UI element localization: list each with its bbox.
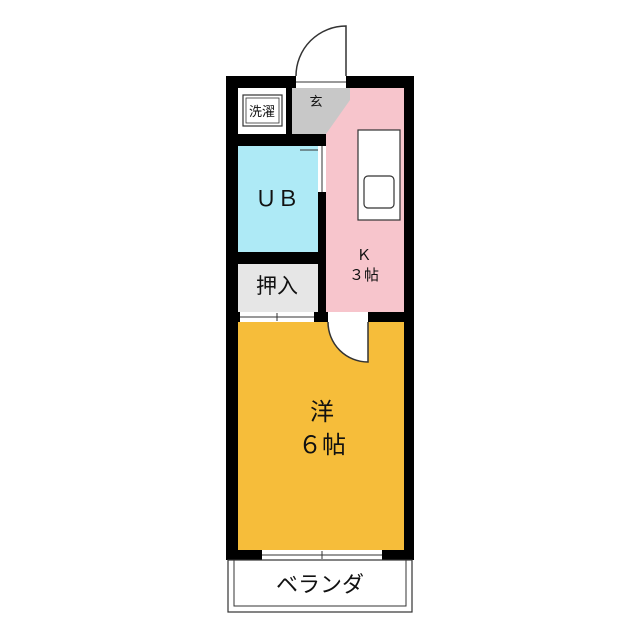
entrance-label: 玄 (309, 95, 322, 110)
kitchen-label-size: ３帖 (349, 266, 379, 284)
entrance-area (292, 84, 350, 134)
balcony-label: ベランダ (276, 573, 364, 598)
closet (238, 264, 318, 312)
laundry-label: 洗濯 (249, 105, 275, 120)
kitchen-label-name: Ｋ (356, 246, 371, 264)
stove (363, 175, 395, 209)
western-label-name: 洋 (310, 398, 334, 426)
bath-room (236, 146, 318, 252)
western-room (238, 320, 406, 550)
closet-label: 押入 (256, 274, 298, 298)
room-door-opening (328, 312, 368, 322)
balcony (227, 559, 413, 613)
bath-label: ＵＢ (255, 187, 299, 212)
front-door-swing (295, 25, 347, 77)
western-label-size: ６帖 (298, 431, 346, 459)
room-door-swing (327, 321, 369, 363)
